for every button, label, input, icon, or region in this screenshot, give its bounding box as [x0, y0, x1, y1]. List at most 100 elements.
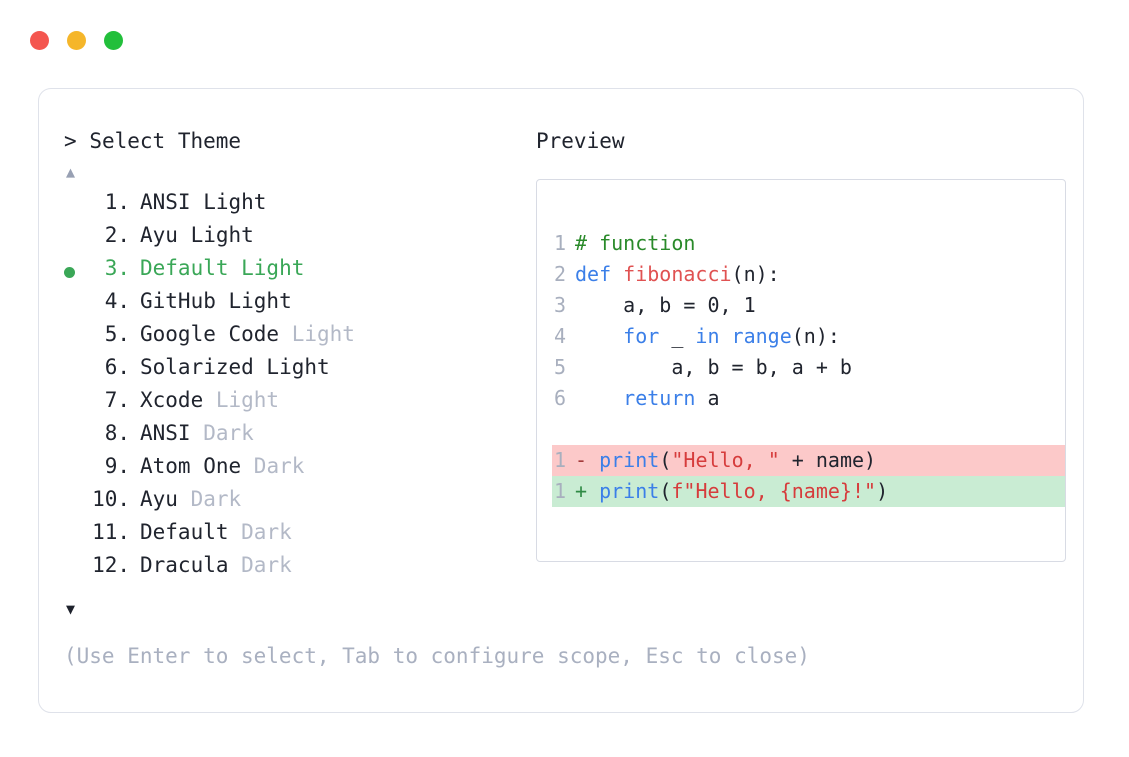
- theme-item-name: Ayu Light: [140, 223, 254, 247]
- code-token-plain: (n):: [791, 324, 840, 348]
- code-token-plain: a, b = b, a + b: [575, 355, 852, 379]
- close-button[interactable]: [30, 31, 49, 50]
- code-token-plain: a: [695, 386, 720, 410]
- theme-list-item[interactable]: 12. Dracula Dark: [64, 553, 534, 586]
- code-line: 5 a, b = b, a + b: [552, 352, 1065, 383]
- theme-item-name: Dracula: [140, 553, 242, 577]
- theme-item-number: 5.: [104, 322, 130, 346]
- theme-item-number: 4.: [104, 289, 130, 313]
- code-line: 3 a, b = 0, 1: [552, 290, 1065, 321]
- theme-list-item[interactable]: 6. Solarized Light: [64, 355, 534, 388]
- prompt-header: > Select Theme: [64, 131, 534, 152]
- theme-list-item[interactable]: 8.ANSI Dark: [64, 421, 534, 454]
- code-line-number: 1: [553, 448, 566, 472]
- theme-item-variant: Dark: [241, 520, 292, 544]
- code-line-number: 3: [553, 293, 566, 317]
- code-line-number: 2: [553, 262, 566, 286]
- card-body: > Select Theme ▲ 1. ANSI Light 2. Ayu Light…: [39, 89, 1083, 712]
- theme-item-number: 6.: [104, 355, 130, 379]
- code-token-comment: # function: [575, 231, 696, 255]
- theme-list-item[interactable]: 10. Ayu Dark: [64, 487, 534, 520]
- window-controls: [30, 31, 123, 50]
- theme-list-item[interactable]: 9. Atom One Dark: [64, 454, 534, 487]
- selection-bullet-cell: [64, 267, 92, 278]
- theme-item-variant: Dark: [190, 487, 242, 511]
- code-line: 1 # function: [552, 228, 1065, 259]
- theme-list-item[interactable]: 7. Xcode Light: [64, 388, 534, 421]
- keyboard-hint: (Use Enter to select, Tab to configure s…: [64, 644, 810, 668]
- theme-list-item[interactable]: 1. ANSI Light: [64, 190, 534, 223]
- code-token-plain: [575, 324, 623, 348]
- theme-item-number: 7.: [104, 388, 130, 412]
- theme-item-number: 2.: [104, 223, 130, 247]
- theme-item-name: Solarized Light: [140, 355, 330, 379]
- code-line-number: 1: [553, 231, 566, 255]
- code-token-plain: + name): [779, 448, 877, 472]
- theme-list-item[interactable]: 2. Ayu Light: [64, 223, 534, 256]
- code-token-plain: _: [659, 324, 696, 348]
- code-token-str: "Hello, ": [671, 448, 780, 472]
- theme-item-variant: Dark: [253, 454, 305, 478]
- theme-list-item[interactable]: 4. GitHub Light: [64, 289, 534, 322]
- scroll-up-arrow-icon[interactable]: ▲: [66, 163, 76, 181]
- minimize-button[interactable]: [67, 31, 86, 50]
- diff-marker-add: +: [575, 479, 600, 503]
- theme-list-item[interactable]: 3. Default Light: [64, 256, 534, 289]
- code-token-key: def: [575, 262, 624, 286]
- theme-item-number: 1.: [104, 190, 130, 214]
- code-line-number: 5: [553, 355, 566, 379]
- code-token-plain: a, b = 0, 1: [575, 293, 756, 317]
- code-token-key: return: [623, 386, 696, 410]
- page-title: Select Theme: [89, 129, 242, 153]
- theme-item-name: Ayu: [140, 487, 191, 511]
- theme-item-variant: Light: [291, 322, 355, 346]
- prompt-caret-icon: >: [64, 129, 77, 153]
- theme-list-item[interactable]: 11. Default Dark: [64, 520, 534, 553]
- theme-item-variant: Dark: [203, 421, 254, 445]
- scroll-down-arrow-icon[interactable]: ▼: [66, 600, 76, 618]
- code-token-plain: (n):: [731, 262, 780, 286]
- theme-item-number: 3.: [104, 256, 130, 280]
- theme-selector-card: > Select Theme ▲ 1. ANSI Light 2. Ayu Light…: [38, 88, 1084, 713]
- code-line-number: 1: [553, 479, 566, 503]
- selected-bullet-icon: [64, 267, 75, 278]
- code-line-number: 6: [553, 386, 566, 410]
- theme-item-number: 9.: [104, 454, 130, 478]
- theme-item-number: 11.: [92, 520, 130, 544]
- code-token-str: f"Hello, {name}!": [671, 479, 877, 503]
- diff-line-add: 1 + print(f"Hello, {name}!"): [552, 476, 1065, 507]
- theme-item-name: Xcode: [140, 388, 216, 412]
- code-token-key: print: [599, 479, 660, 503]
- theme-item-name: ANSI: [140, 421, 204, 445]
- theme-item-name: Atom One: [140, 454, 254, 478]
- theme-item-name: Default Light: [140, 256, 305, 280]
- theme-item-number: 10.: [92, 487, 130, 511]
- theme-item-name: Google Code: [140, 322, 292, 346]
- preview-label: Preview: [536, 129, 625, 153]
- diff-block: 1- print("Hello, " + name)1+ print(f"Hel…: [552, 445, 1065, 507]
- code-line-number: 4: [553, 324, 566, 348]
- code-token-plain: ): [876, 479, 889, 503]
- diff-marker-del: -: [575, 448, 600, 472]
- theme-item-number: 12.: [92, 553, 130, 577]
- diff-line-del: 1- print("Hello, " + name): [552, 445, 1065, 476]
- theme-item-variant: Dark: [241, 553, 292, 577]
- theme-item-variant: Light: [215, 388, 280, 412]
- theme-selector-pane: > Select Theme ▲ 1. ANSI Light 2. Ayu Light…: [64, 131, 534, 617]
- code-token-key: in range: [695, 324, 792, 348]
- code-token-key: for: [623, 324, 660, 348]
- maximize-button[interactable]: [104, 31, 123, 50]
- code-token-plain: (: [659, 448, 672, 472]
- theme-item-name: ANSI Light: [140, 190, 267, 214]
- code-token-key: print: [599, 448, 660, 472]
- code-line: 4 for _ in range(n):: [552, 321, 1065, 352]
- theme-list-item[interactable]: 5. Google Code Light: [64, 322, 534, 355]
- theme-item-name: Default: [140, 520, 242, 544]
- code-token-plain: (: [659, 479, 672, 503]
- theme-item-name: GitHub Light: [140, 289, 292, 313]
